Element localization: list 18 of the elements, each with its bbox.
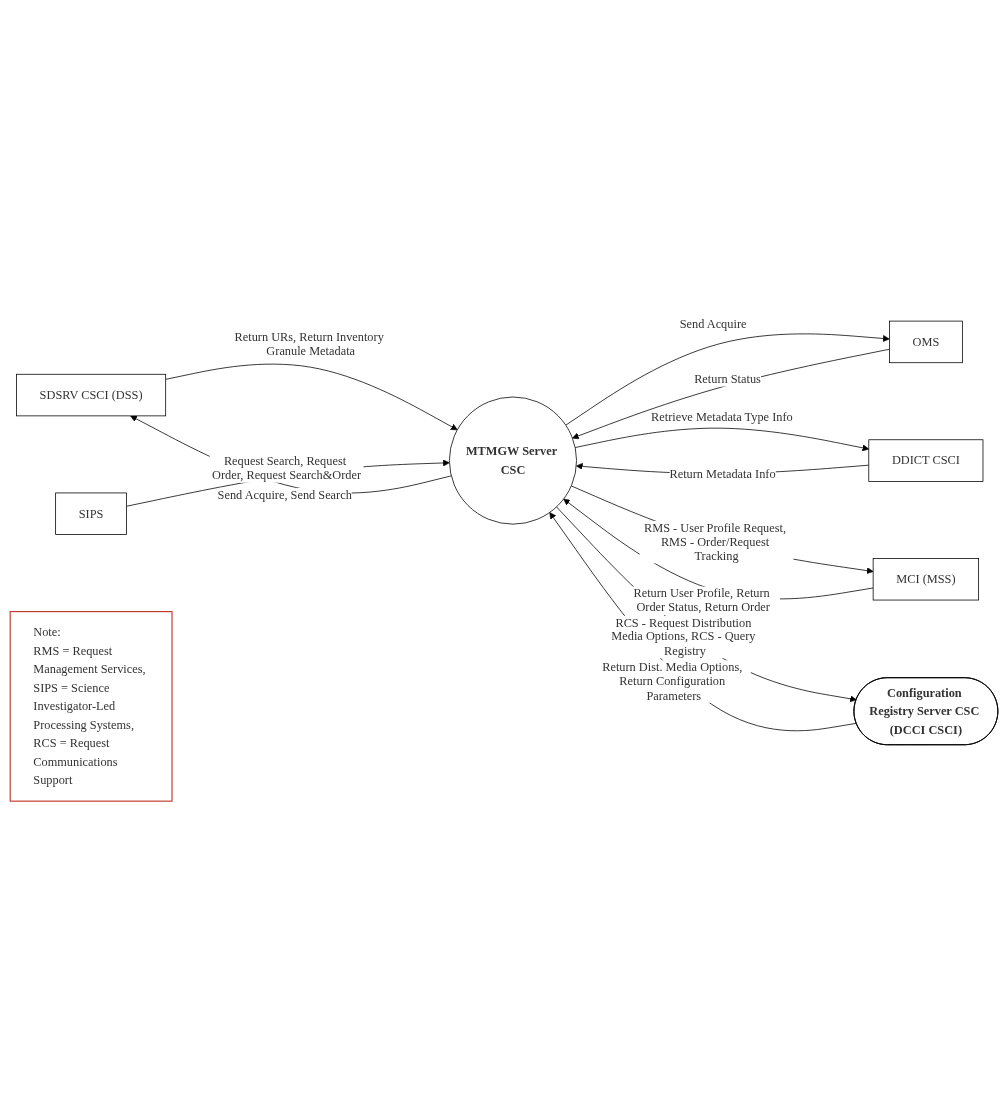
edge-label: Return URs, Return Inventory Granule Metadata	[234, 330, 384, 358]
edge-label: Request Search, Request Order, Request Search&Order	[211, 453, 362, 482]
node-box: DDICT CSCI	[868, 439, 984, 482]
edge-label: Send Acquire, Send Search	[217, 487, 352, 501]
edge-label: Return Status	[694, 372, 761, 386]
node-box: SIPS	[55, 492, 127, 535]
node-box: SDSRV CSCI (DSS)	[16, 373, 167, 417]
edge-label: Retrieve Metadata Type Info	[651, 410, 793, 424]
edge-label: Return User Profile, Return Order Status, Return Order	[633, 586, 770, 614]
node-box: OMS	[889, 320, 963, 363]
node-box: Note: RMS = Request Management Services, SIPS = Science Investigator-Led Processing Systems, RCS = Request Communications Support	[9, 610, 173, 802]
node-box: MCI (MSS)	[872, 557, 979, 601]
edge-label: RCS - Request Distribution Media Options, RCS - Query Registry	[611, 615, 756, 658]
node-circle: MTMGW Server CSC	[449, 396, 577, 525]
edge-label: Send Acquire	[679, 316, 747, 331]
edge-label: RMS - User Profile Request, RMS - Order/Request Tracking	[643, 520, 787, 563]
edge-label: Return Dist. Media Options, Return Configuration Parameters	[602, 660, 743, 702]
edge-label: Return Metadata Info	[669, 467, 776, 481]
